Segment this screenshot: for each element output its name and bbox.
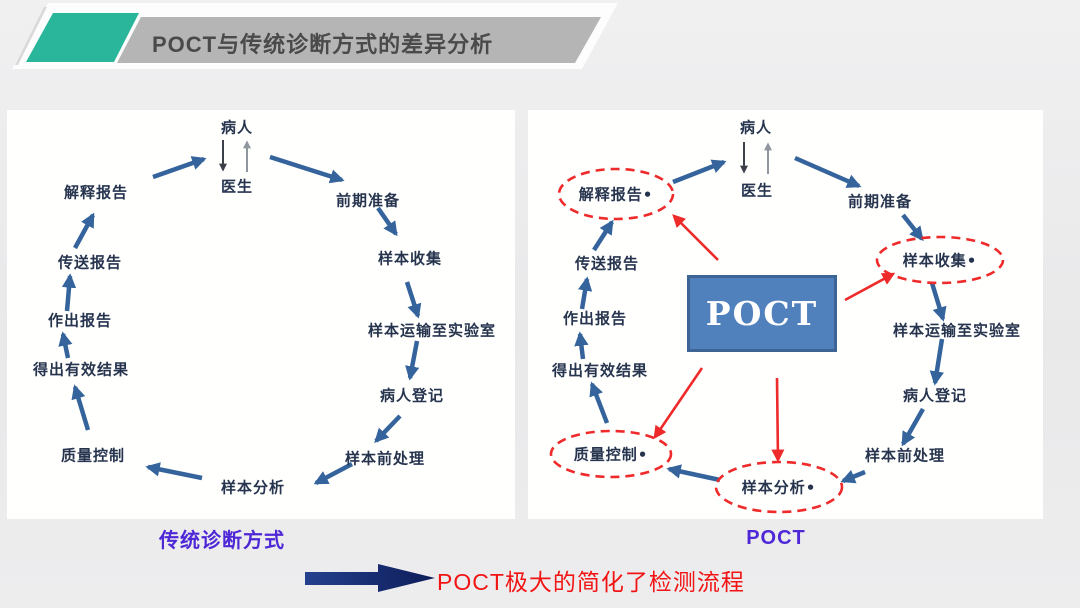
highlight-ellipse-collect <box>875 235 1005 285</box>
caption-traditional: 传统诊断方式 <box>159 530 285 552</box>
caption-poct: POCT <box>746 527 806 549</box>
node-register: 病人登记 <box>379 386 445 405</box>
arrow-preprocess-to-analyze <box>313 462 354 485</box>
poct-arrow-to-collect <box>844 272 896 302</box>
arrow-qc-to-result <box>71 384 91 431</box>
poct-arrow-to-interpret <box>672 214 719 261</box>
arrow-qc-to-result <box>589 381 610 424</box>
arrow-report-to-send <box>577 276 593 310</box>
node-send: 传送报告 <box>574 254 640 273</box>
node-report: 作出报告 <box>47 311 113 330</box>
node-interpret: 解释报告• <box>578 185 654 204</box>
conclusion-text: POCT极大的简化了检测流程 <box>437 569 745 595</box>
node-send: 传送报告 <box>57 253 123 272</box>
node-analyze: 样本分析• <box>741 478 817 497</box>
node-collect: 样本收集• <box>902 251 978 270</box>
arrow-result-to-report <box>574 331 589 360</box>
arrow-analyze-to-qc <box>666 464 721 483</box>
node-prep: 前期准备 <box>847 192 913 211</box>
node-register: 病人登记 <box>902 386 968 405</box>
arrow-prep-to-collect <box>376 206 398 237</box>
node-preprocess: 样本前处理 <box>864 446 946 465</box>
arrow-result-to-report <box>58 331 73 359</box>
arrow-collect-to-transport <box>929 282 947 322</box>
node-report: 作出报告 <box>562 309 628 328</box>
arrow-send-to-interpret <box>592 219 614 252</box>
poct-diagram-panel: 病人 医生 前期准备 样本收集• 样本运输至实验室 病人登记 样本前处理 样本分… <box>528 110 1043 519</box>
highlight-ellipse-qc <box>549 429 673 479</box>
title-banner: POCT与传统诊断方式的差异分析 <box>0 0 660 76</box>
traditional-diagram-panel: 病人 医生 前期准备 样本收集 样本运输至实验室 病人登记 样本前处理 样本分析… <box>7 110 515 519</box>
arrow-register-to-preprocess <box>374 414 402 443</box>
arrow-interpret-to-patient <box>672 159 727 185</box>
node-patient: 病人 <box>220 118 254 137</box>
traditional-cycle-arrows-svg <box>58 140 422 485</box>
arrow-send-to-interpret <box>73 212 95 250</box>
poct-cycle-arrows-svg <box>549 142 1005 514</box>
poct-center-box: POCT <box>687 275 837 352</box>
node-analyze: 样本分析 <box>220 478 286 497</box>
cycle-arrow-group <box>58 154 422 485</box>
conclusion-arrow-icon <box>305 564 435 592</box>
poct-arrow-to-analyze <box>771 377 785 463</box>
arrow-interpret-to-patient <box>152 156 207 180</box>
arrow-register-to-preprocess <box>901 407 925 447</box>
node-result: 得出有效结果 <box>32 360 130 379</box>
node-prep: 前期准备 <box>335 191 401 210</box>
arrow-doctor-to-prep <box>794 155 862 189</box>
poct-pointer-arrow-group <box>653 214 896 463</box>
arrow-prep-to-collect <box>901 213 924 242</box>
arrow-doctor-to-prep <box>269 154 345 184</box>
node-transport: 样本运输至实验室 <box>367 321 497 340</box>
arrow-report-to-send <box>61 273 77 312</box>
node-interpret: 解释报告 <box>63 183 129 202</box>
node-result: 得出有效结果 <box>551 361 649 380</box>
node-patient: 病人 <box>739 118 773 137</box>
arrow-preprocess-to-analyze <box>840 469 866 484</box>
arrow-collect-to-transport <box>404 281 422 319</box>
arrow-transport-to-register <box>405 340 420 381</box>
cycle-arrow-group <box>574 155 947 484</box>
poct-arrow-to-qc <box>653 367 704 440</box>
node-qc: 质量控制 <box>60 446 126 465</box>
page-title: POCT与传统诊断方式的差异分析 <box>152 32 494 57</box>
node-transport: 样本运输至实验室 <box>892 321 1022 340</box>
node-preprocess: 样本前处理 <box>344 449 426 468</box>
highlight-ellipse-interpret <box>557 167 675 221</box>
arrow-transport-to-register <box>929 338 945 386</box>
node-doctor: 医生 <box>220 177 254 196</box>
node-collect: 样本收集 <box>377 249 443 268</box>
arrow-analyze-to-qc <box>145 462 203 481</box>
banner-gray-parallelogram <box>117 17 601 63</box>
node-qc: 质量控制• <box>573 445 649 464</box>
node-doctor: 医生 <box>740 181 774 200</box>
